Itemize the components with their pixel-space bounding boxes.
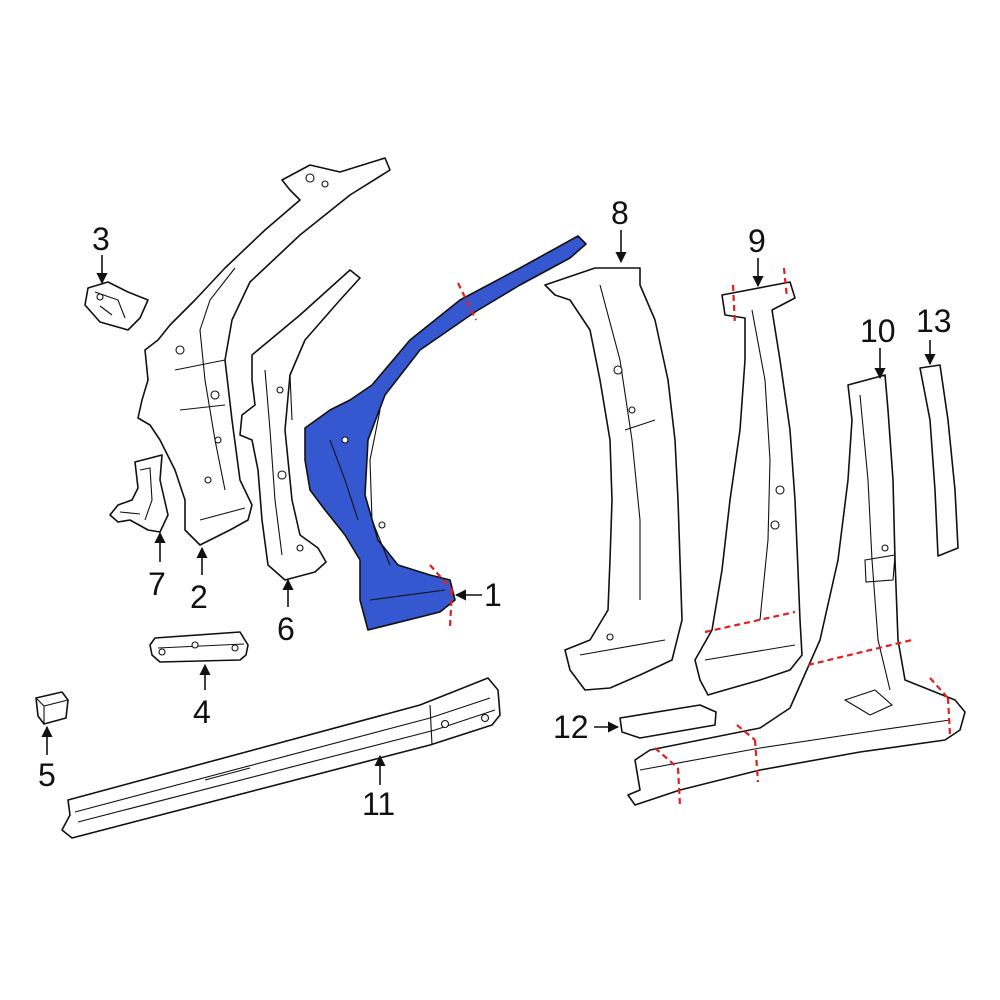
callout-9: 9 — [748, 223, 766, 259]
part-12-pad[interactable] — [619, 704, 717, 739]
part-8-center-pillar-inner[interactable] — [544, 267, 683, 691]
cut-lines — [429, 267, 952, 807]
part-13-trim-strip[interactable] — [919, 364, 959, 557]
callout-7: 7 — [148, 566, 166, 602]
callout-4: 4 — [193, 694, 211, 730]
part-9-center-pillar-reinforcement[interactable] — [694, 281, 803, 696]
callout-1: 1 — [484, 577, 502, 613]
callout-3: 3 — [92, 221, 110, 257]
leader-arrows — [41, 230, 936, 785]
callout-8: 8 — [611, 195, 629, 231]
part-1-front-pillar-inner[interactable] — [304, 235, 587, 631]
part-11-rocker-panel[interactable] — [61, 677, 501, 839]
part-3-bracket[interactable] — [84, 281, 149, 331]
callout-10: 10 — [860, 313, 896, 349]
callout-11: 11 — [362, 786, 395, 822]
callout-5: 5 — [38, 757, 56, 793]
part-6-pillar-reinforcement[interactable] — [239, 269, 361, 581]
callout-labels: 1 2 3 4 5 6 7 8 9 10 13 11 12 — [38, 195, 952, 822]
callout-6: 6 — [277, 611, 295, 647]
callout-12: 12 — [553, 709, 589, 745]
part-4-bracket[interactable] — [149, 631, 249, 663]
callout-13: 13 — [916, 303, 952, 339]
part-5-block[interactable] — [35, 691, 69, 725]
callout-2: 2 — [190, 579, 208, 615]
part-2-pillar-outer-panel[interactable] — [137, 157, 391, 546]
part-7-bracket[interactable] — [109, 454, 169, 533]
